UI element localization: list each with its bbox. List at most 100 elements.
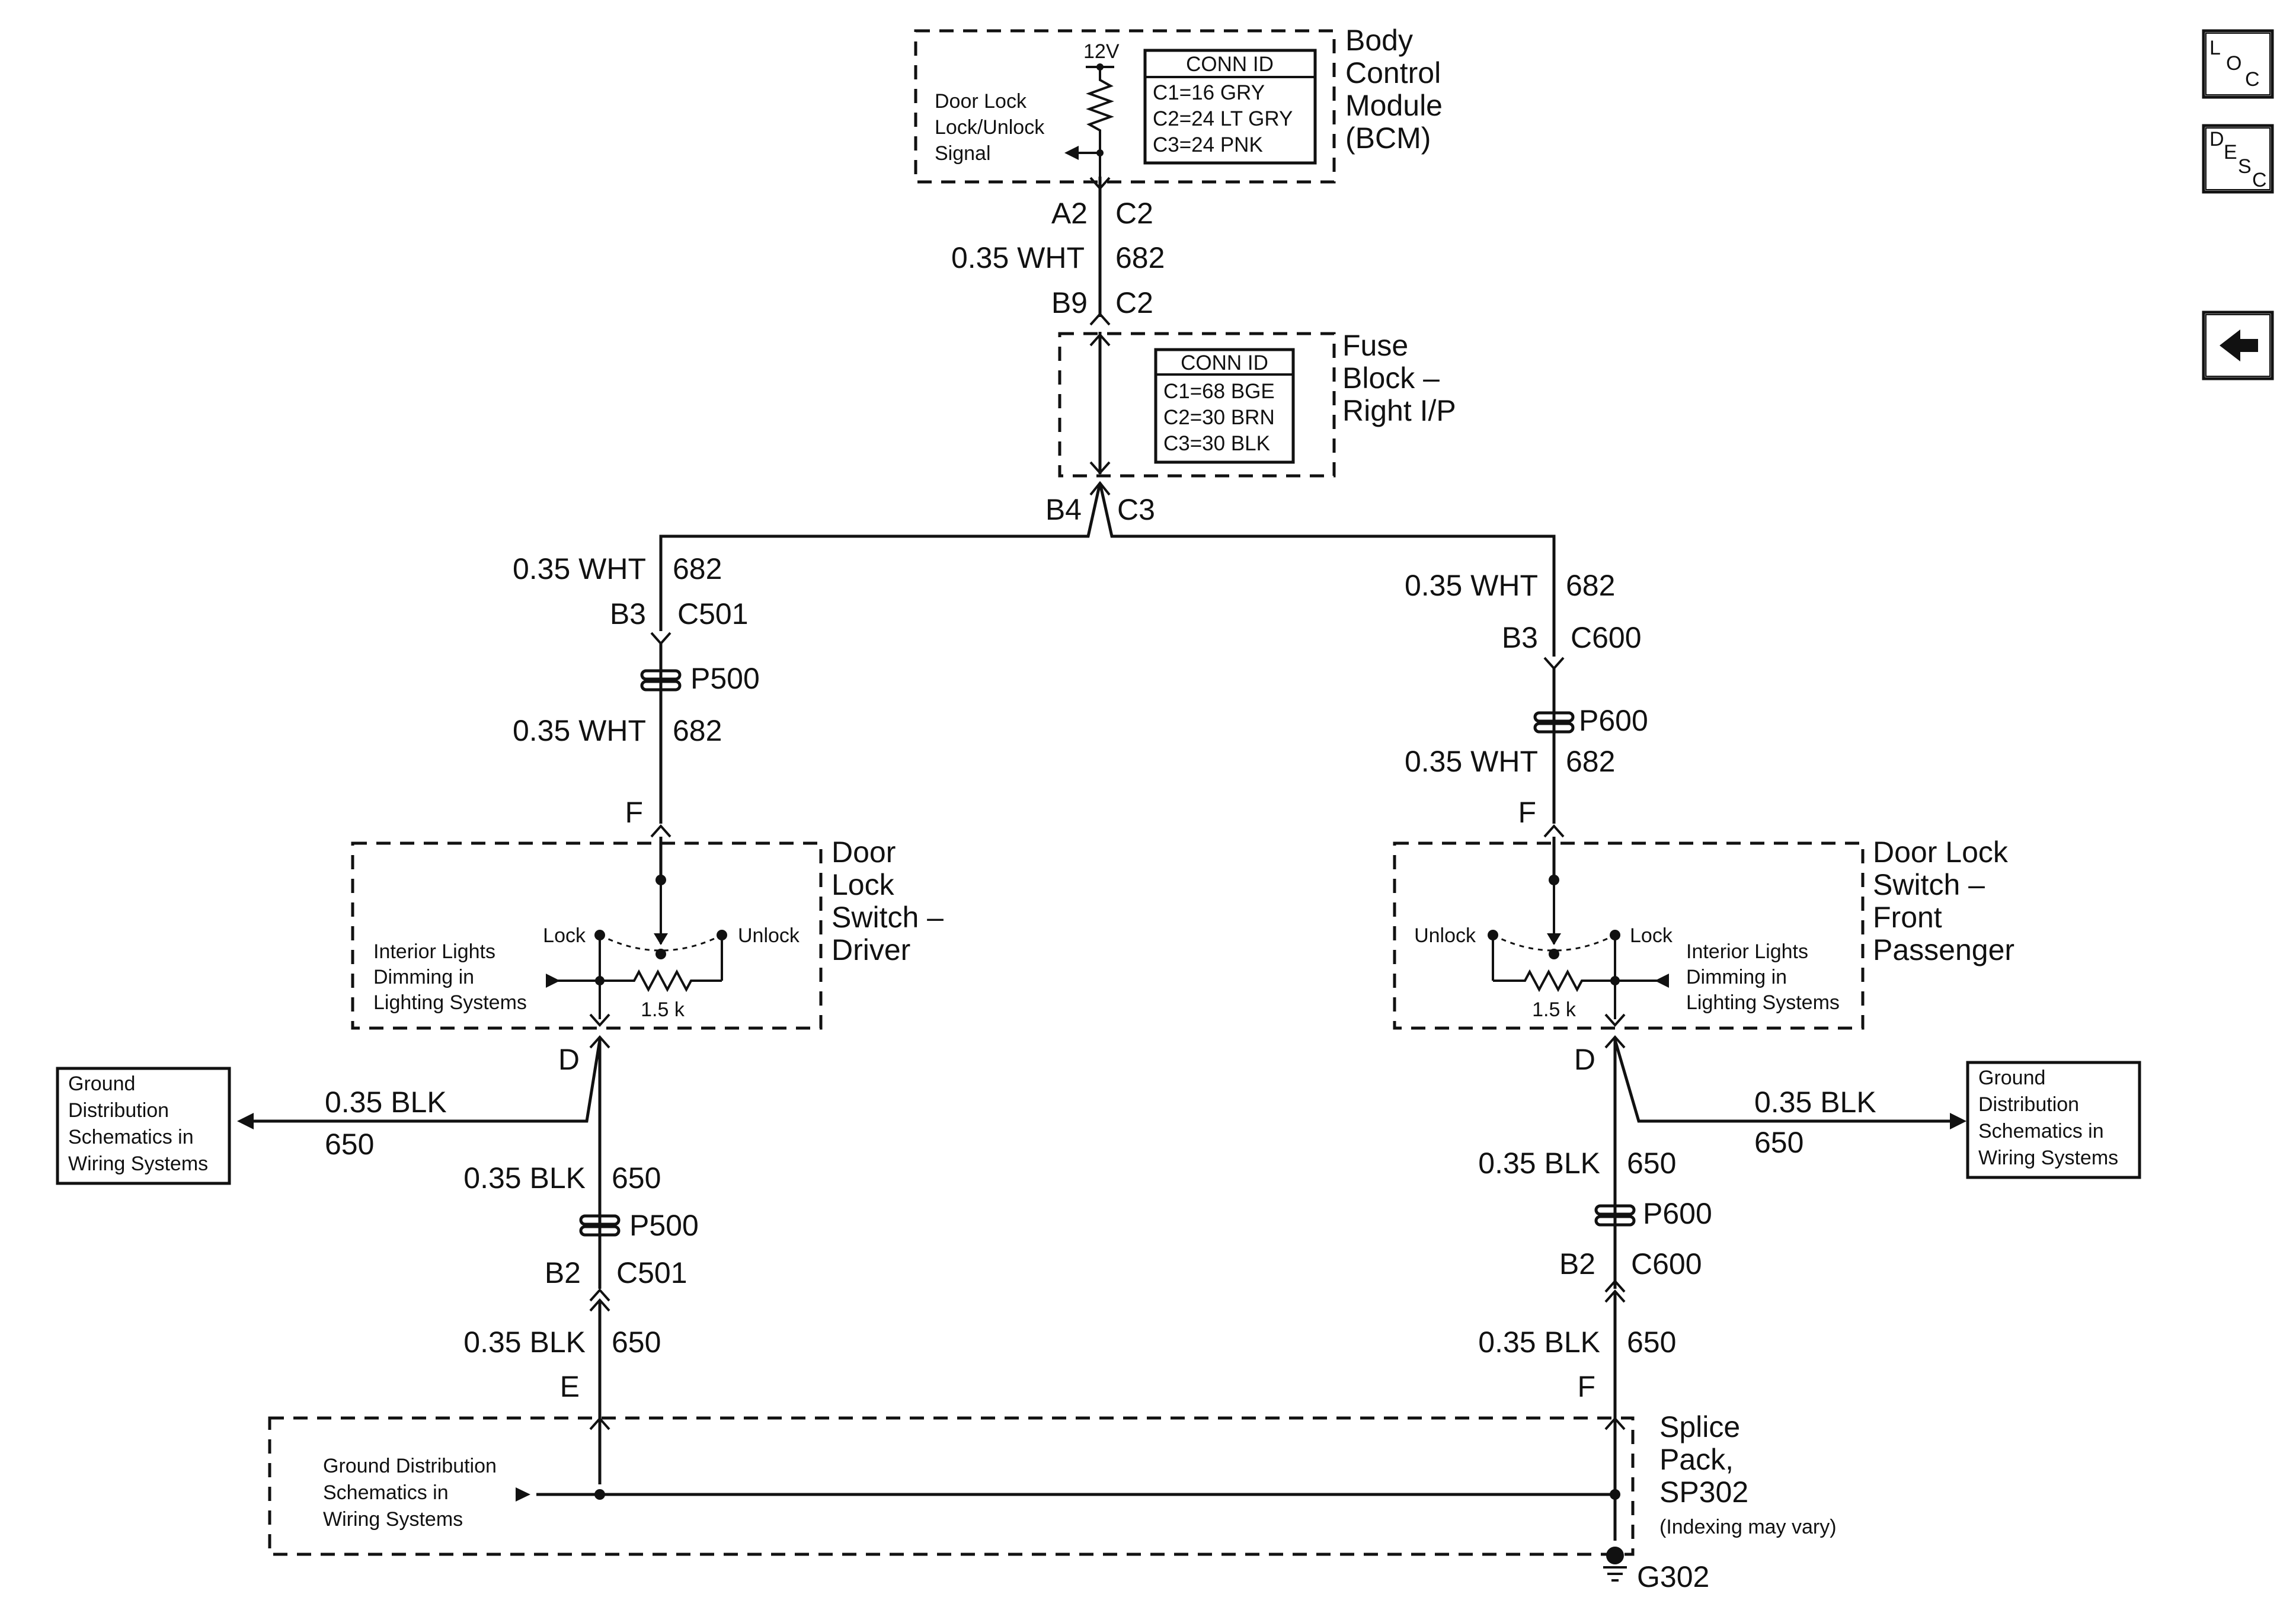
driver-switch-pin-out: D bbox=[558, 1043, 580, 1076]
location-button[interactable]: L O C bbox=[2202, 29, 2274, 99]
bcm-connector: C2 bbox=[1115, 197, 1153, 230]
splice-name-line-1: Splice bbox=[1659, 1410, 1740, 1443]
passenger-inline-pin: B3 bbox=[1502, 621, 1538, 654]
ground-label: G302 bbox=[1637, 1560, 1709, 1593]
driver-gnd-pass-through-label: P500 bbox=[629, 1209, 699, 1242]
driver-branch-circuit: 650 bbox=[325, 1128, 374, 1161]
description-button[interactable]: D E S C bbox=[2202, 124, 2274, 194]
feed-wire-color: 0.35 WHT bbox=[951, 241, 1085, 274]
passenger-dimming-line-2: Dimming in bbox=[1686, 966, 1787, 988]
passenger-gnd-inline-connector: C600 bbox=[1631, 1247, 1702, 1281]
passenger-gnd-wire: 0.35 BLK bbox=[1478, 1147, 1600, 1180]
desc-letter-d: D bbox=[2209, 128, 2224, 151]
bcm-signal-line-1: Door Lock bbox=[935, 90, 1027, 113]
splice-name-line-2: Pack, bbox=[1659, 1443, 1734, 1476]
driver-ground-ref-line-4: Wiring Systems bbox=[68, 1153, 208, 1175]
driver-ground-path: D 0.35 BLK 650 Ground Distribution Schem… bbox=[56, 1035, 699, 1484]
passenger-gnd-pass-through bbox=[1594, 1204, 1636, 1227]
driver-lower-wire: 0.35 WHT bbox=[513, 714, 646, 747]
passenger-switch-name-line-1: Door Lock bbox=[1873, 836, 2009, 869]
passenger-unlock-label: Unlock bbox=[1414, 924, 1476, 947]
passenger-lower-wire: 0.35 WHT bbox=[1405, 745, 1538, 778]
driver-lock-label: Lock bbox=[543, 924, 586, 947]
fuse-block-name-line-3: Right I/P bbox=[1342, 394, 1456, 427]
feed-circuit: 682 bbox=[1115, 241, 1165, 274]
driver-upper-wire: 0.35 WHT bbox=[513, 552, 646, 585]
splice-ground-ref-line-1: Ground Distribution bbox=[323, 1455, 497, 1477]
driver-gnd-circuit-2: 650 bbox=[612, 1326, 661, 1359]
bcm-pin: A2 bbox=[1051, 197, 1088, 230]
bcm-name-line-3: Module bbox=[1345, 89, 1443, 122]
bcm-conn-id-row: C2=24 LT GRY bbox=[1153, 107, 1293, 130]
bcm-signal-line-2: Lock/Unlock bbox=[935, 116, 1045, 139]
driver-gnd-wire-2: 0.35 BLK bbox=[463, 1326, 586, 1359]
loc-letter-c: C bbox=[2245, 68, 2260, 91]
driver-lower-circuit: 682 bbox=[673, 714, 722, 747]
driver-gnd-pass-through bbox=[579, 1214, 621, 1237]
bcm-name-line-1: Body bbox=[1345, 24, 1413, 57]
passenger-ground-ref-box: Ground Distribution Schematics in Wiring… bbox=[1966, 1061, 2141, 1179]
passenger-ground-ref-line-3: Schematics in bbox=[1978, 1120, 2104, 1142]
bcm-name-line-4: (BCM) bbox=[1345, 121, 1431, 155]
fuse-out-pin: B4 bbox=[1045, 493, 1082, 526]
driver-inline-connector: C501 bbox=[677, 597, 749, 630]
fuse-in-pin: B9 bbox=[1051, 286, 1088, 319]
driver-ground-ref-line-3: Schematics in bbox=[68, 1126, 194, 1148]
driver-branch-wire: 0.35 BLK bbox=[325, 1086, 447, 1119]
fuse-block-conn-id-row: C3=30 BLK bbox=[1163, 432, 1270, 455]
driver-ground-ref-box: Ground Distribution Schematics in Wiring… bbox=[56, 1067, 231, 1185]
driver-gnd-circuit: 650 bbox=[612, 1161, 661, 1195]
driver-inline-pin: B3 bbox=[610, 597, 646, 630]
fuse-block-name-line-1: Fuse bbox=[1342, 329, 1408, 362]
passenger-gnd-circuit-2: 650 bbox=[1627, 1326, 1676, 1359]
driver-gnd-inline-pin: B2 bbox=[545, 1256, 581, 1289]
passenger-branch: 0.35 WHT 682 B3 C600 P600 0.35 WHT 682 F bbox=[1405, 569, 1648, 838]
passenger-gnd-inline-pin: B2 bbox=[1559, 1247, 1595, 1281]
driver-resistor bbox=[600, 969, 722, 993]
fuse-block-conn-id-row: C1=68 BGE bbox=[1163, 380, 1275, 403]
passenger-ground-ref-line-2: Distribution bbox=[1978, 1093, 2079, 1116]
driver-splice-pin: E bbox=[560, 1370, 580, 1403]
back-arrow-icon bbox=[2202, 311, 2274, 380]
fuse-block-conn-id-row: C2=30 BRN bbox=[1163, 406, 1275, 429]
driver-dimming-line-1: Interior Lights bbox=[373, 940, 495, 963]
driver-upper-circuit: 682 bbox=[673, 552, 722, 585]
driver-resistor-value: 1.5 k bbox=[641, 998, 685, 1021]
driver-dimming-line-3: Lighting Systems bbox=[373, 991, 527, 1014]
passenger-switch-pin-in: F bbox=[1518, 796, 1536, 829]
driver-door-lock-switch: Door Lock Switch – Driver Lock Unlock 1.… bbox=[351, 836, 944, 1030]
passenger-switch-name-line-3: Front bbox=[1873, 901, 1942, 934]
driver-switch-name-line-2: Lock bbox=[832, 868, 895, 901]
passenger-lower-circuit: 682 bbox=[1566, 745, 1615, 778]
passenger-ground-ref-line-1: Ground bbox=[1978, 1067, 2045, 1089]
passenger-resistor bbox=[1493, 969, 1615, 993]
splice-pack: Splice Pack, SP302 (Indexing may vary) G… bbox=[268, 1410, 1837, 1593]
passenger-switch-pin-out: D bbox=[1574, 1043, 1595, 1076]
feed-wire: A2 C2 0.35 WHT 682 B9 C2 bbox=[951, 177, 1165, 326]
passenger-lock-label: Lock bbox=[1630, 924, 1673, 947]
passenger-gnd-wire-2: 0.35 BLK bbox=[1478, 1326, 1600, 1359]
back-button[interactable] bbox=[2202, 311, 2274, 380]
driver-unlock-label: Unlock bbox=[738, 924, 800, 947]
loc-letter-o: O bbox=[2226, 52, 2241, 75]
fuse-block-conn-id-title: CONN ID bbox=[1181, 351, 1268, 375]
passenger-inline-connector: C600 bbox=[1571, 621, 1642, 654]
driver-switch-pin-in: F bbox=[625, 796, 643, 829]
passenger-gnd-pass-through-label: P600 bbox=[1643, 1197, 1712, 1230]
passenger-splice-pin: F bbox=[1577, 1370, 1595, 1403]
driver-dimming-line-2: Dimming in bbox=[373, 966, 474, 988]
bcm-name-line-2: Control bbox=[1345, 56, 1441, 89]
driver-pass-through-label: P500 bbox=[690, 662, 760, 695]
passenger-pass-through-label: P600 bbox=[1579, 704, 1648, 737]
passenger-switch-name-line-2: Switch – bbox=[1873, 868, 1985, 901]
passenger-dimming-line-1: Interior Lights bbox=[1686, 940, 1808, 963]
passenger-resistor-value: 1.5 k bbox=[1532, 998, 1576, 1021]
splice-note: (Indexing may vary) bbox=[1659, 1516, 1837, 1538]
splice-ground-ref-line-3: Wiring Systems bbox=[323, 1508, 463, 1531]
loc-letter-l: L bbox=[2209, 37, 2221, 59]
passenger-upper-circuit: 682 bbox=[1566, 569, 1615, 602]
passenger-ground-path: D 0.35 BLK 650 Ground Distribution Schem… bbox=[1478, 1035, 2141, 1541]
passenger-door-lock-switch: Door Lock Switch – Front Passenger Unloc… bbox=[1393, 836, 2014, 1030]
driver-pass-through bbox=[640, 669, 682, 692]
